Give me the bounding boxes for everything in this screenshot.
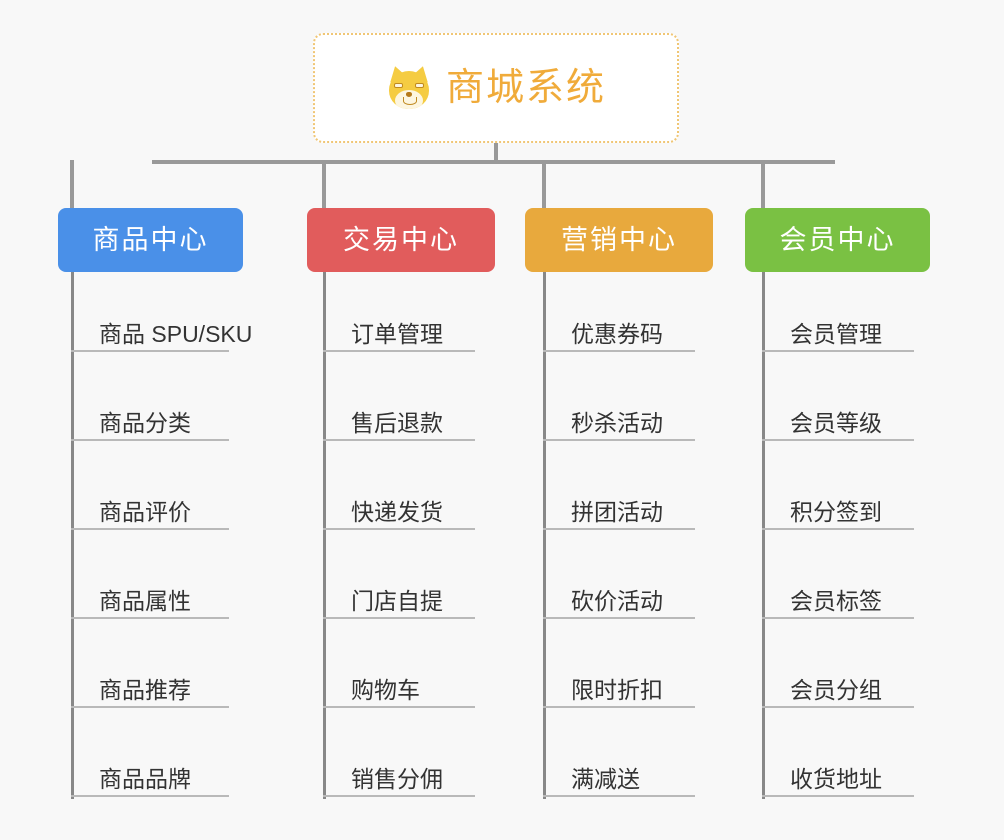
leaf-item-underline: [71, 350, 229, 352]
leaf-item-label: 拼团活动: [571, 499, 663, 525]
leaf-item-label: 砍价活动: [571, 588, 663, 614]
leaf-item[interactable]: 满减送: [543, 757, 695, 797]
leaf-item-label: 商品品牌: [99, 766, 191, 792]
leaf-item[interactable]: 商品品牌: [71, 757, 229, 797]
leaf-item-label: 优惠券码: [571, 321, 663, 347]
leaf-item-underline: [762, 706, 914, 708]
category-header-4[interactable]: 会员中心: [745, 208, 930, 272]
connector-horizontal-bus: [152, 160, 835, 164]
leaf-item-underline: [323, 706, 475, 708]
leaf-item-label: 门店自提: [351, 588, 443, 614]
leaf-item-label: 会员等级: [790, 410, 882, 436]
leaf-item[interactable]: 商品 SPU/SKU: [71, 312, 252, 352]
leaf-item-label: 快递发货: [351, 499, 443, 525]
leaf-item[interactable]: 商品分类: [71, 401, 229, 441]
leaf-item-label: 订单管理: [351, 321, 443, 347]
leaf-item-underline: [762, 795, 914, 797]
leaf-item[interactable]: 砍价活动: [543, 579, 695, 619]
leaf-item-label: 购物车: [351, 677, 420, 703]
leaf-item[interactable]: 商品属性: [71, 579, 229, 619]
leaf-item[interactable]: 快递发货: [323, 490, 475, 530]
leaf-item-underline: [543, 439, 695, 441]
shiba-dog-face-icon: [386, 63, 432, 111]
leaf-item-underline: [71, 706, 229, 708]
branch-spine-4: [762, 272, 765, 799]
category-header-1[interactable]: 商品中心: [58, 208, 243, 272]
leaf-item-underline: [71, 795, 229, 797]
leaf-item-underline: [762, 528, 914, 530]
leaf-item-label: 售后退款: [351, 410, 443, 436]
leaf-item-label: 商品推荐: [99, 677, 191, 703]
leaf-item[interactable]: 商品推荐: [71, 668, 229, 708]
leaf-item-underline: [323, 439, 475, 441]
leaf-item-underline: [323, 795, 475, 797]
branch-spine-3: [543, 272, 546, 799]
leaf-item-underline: [323, 528, 475, 530]
leaf-item[interactable]: 订单管理: [323, 312, 475, 352]
leaf-item[interactable]: 会员管理: [762, 312, 914, 352]
leaf-item[interactable]: 拼团活动: [543, 490, 695, 530]
leaf-item-label: 积分签到: [790, 499, 882, 525]
leaf-item-underline: [762, 439, 914, 441]
leaf-item[interactable]: 商品评价: [71, 490, 229, 530]
branch-spine-1: [71, 272, 74, 799]
leaf-item[interactable]: 会员等级: [762, 401, 914, 441]
leaf-item-label: 商品 SPU/SKU: [99, 321, 253, 347]
connector-drop-4: [761, 160, 765, 208]
leaf-item-label: 会员管理: [790, 321, 882, 347]
root-title: 商城系统: [445, 67, 606, 109]
leaf-item[interactable]: 售后退款: [323, 401, 475, 441]
leaf-item-label: 满减送: [571, 766, 640, 792]
leaf-item-underline: [543, 350, 695, 352]
leaf-item-label: 商品分类: [99, 410, 191, 436]
leaf-item-underline: [71, 528, 229, 530]
leaf-item[interactable]: 秒杀活动: [543, 401, 695, 441]
leaf-item[interactable]: 会员分组: [762, 668, 914, 708]
connector-drop-2: [322, 160, 326, 208]
leaf-item[interactable]: 限时折扣: [543, 668, 695, 708]
leaf-item[interactable]: 会员标签: [762, 579, 914, 619]
leaf-item-underline: [762, 617, 914, 619]
connector-root-stem: [494, 143, 498, 163]
leaf-item-underline: [543, 795, 695, 797]
category-header-3[interactable]: 营销中心: [525, 208, 713, 272]
leaf-item-label: 商品评价: [99, 499, 191, 525]
leaf-item-underline: [543, 706, 695, 708]
leaf-item-label: 会员标签: [790, 588, 882, 614]
leaf-item-underline: [323, 617, 475, 619]
leaf-item[interactable]: 积分签到: [762, 490, 914, 530]
leaf-item[interactable]: 优惠券码: [543, 312, 695, 352]
connector-drop-3: [542, 160, 546, 208]
leaf-item[interactable]: 门店自提: [323, 579, 475, 619]
leaf-item-label: 商品属性: [99, 588, 191, 614]
leaf-item-underline: [323, 350, 475, 352]
category-header-label: 交易中心: [343, 224, 459, 255]
leaf-item-underline: [71, 617, 229, 619]
leaf-item-label: 收货地址: [790, 766, 882, 792]
leaf-item-label: 会员分组: [790, 677, 882, 703]
category-header-label: 商品中心: [92, 224, 209, 255]
leaf-item-underline: [543, 528, 695, 530]
leaf-item-label: 秒杀活动: [571, 410, 663, 436]
leaf-item[interactable]: 收货地址: [762, 757, 914, 797]
leaf-item-underline: [762, 350, 914, 352]
category-header-2[interactable]: 交易中心: [307, 208, 495, 272]
leaf-item[interactable]: 销售分佣: [323, 757, 475, 797]
root-node[interactable]: 商城系统: [313, 33, 679, 143]
branch-spine-2: [323, 272, 326, 799]
leaf-item-label: 销售分佣: [351, 766, 443, 792]
category-header-label: 会员中心: [779, 224, 896, 255]
leaf-item-label: 限时折扣: [571, 677, 663, 703]
leaf-item[interactable]: 购物车: [323, 668, 475, 708]
leaf-item-underline: [71, 439, 229, 441]
connector-drop-1: [70, 160, 74, 208]
leaf-item-underline: [543, 617, 695, 619]
category-header-label: 营销中心: [561, 224, 677, 255]
